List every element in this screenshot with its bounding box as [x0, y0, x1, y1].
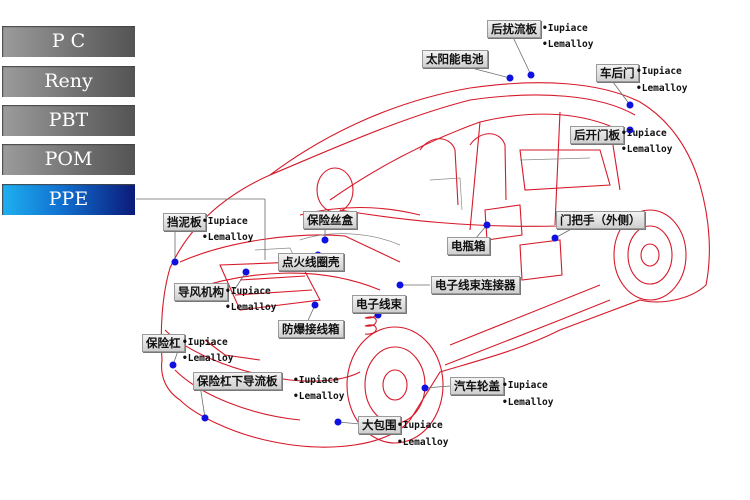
mat-bumper-lemalloy: Lemalloy [182, 353, 234, 365]
mat-fender-iupiace: Iupiace [202, 216, 248, 228]
marker-harness-connector [396, 281, 404, 289]
label-lower-bumper-spoiler: 保险杠下导流板 [193, 372, 282, 390]
label-battery-box: 电瓶箱 [447, 237, 490, 255]
label-solar-battery: 太阳能电池 [422, 50, 488, 68]
label-wrap-around: 大包围 [358, 416, 401, 434]
mat-wheel-cover-iupiace: Iupiace [502, 380, 548, 392]
mat-rear-door-iupiace: Iupiace [636, 66, 682, 78]
marker-rear-spoiler [527, 71, 535, 79]
marker-wrap-around [334, 418, 342, 426]
marker-battery-box [483, 221, 491, 229]
label-junction-box: 防爆接线箱 [278, 320, 344, 338]
menu-item-pc[interactable]: P C [2, 26, 135, 57]
label-fender: 挡泥板 [163, 213, 206, 231]
label-ignition-coil-housing: 点火线圈壳 [278, 253, 344, 271]
label-wire-harness-connector: 电子线束连接器 [431, 276, 520, 294]
mat-rear-spoiler-iupiace: Iupiace [542, 23, 588, 35]
mat-tailgate-iupiace: Iupiace [621, 128, 667, 140]
label-fuse-box: 保险丝盒 [303, 211, 357, 229]
mat-tailgate-lemalloy: Lemalloy [621, 144, 673, 156]
label-wire-harness: 电子线束 [352, 295, 406, 313]
label-tailgate-panel: 后开门板 [570, 126, 624, 144]
marker-rear-door [626, 101, 634, 109]
marker-solar-battery [506, 74, 514, 82]
mat-wrap-around-iupiace: Iupiace [397, 420, 443, 432]
mat-wiper-iupiace: Iupiace [225, 286, 271, 298]
leader-lines [136, 34, 631, 425]
label-wheel-cover: 汽车轮盖 [450, 377, 504, 395]
mat-rear-door-lemalloy: Lemalloy [636, 83, 688, 95]
marker-wiper [242, 268, 250, 276]
menu-item-reny[interactable]: Reny [2, 66, 135, 97]
marker-junction-box [311, 301, 319, 309]
mat-fender-lemalloy: Lemalloy [202, 232, 254, 244]
menu-item-ppe[interactable]: PPE [2, 184, 135, 215]
menu-item-pbt[interactable]: PBT [2, 105, 135, 136]
mat-wiper-lemalloy: Lemalloy [225, 302, 277, 314]
marker-fender [171, 258, 179, 266]
label-rear-spoiler: 后扰流板 [487, 20, 541, 38]
label-bumper: 保险杠 [142, 334, 185, 352]
marker-door-handle [551, 234, 559, 242]
marker-fuse-box [321, 236, 329, 244]
mat-rear-spoiler-lemalloy: Lemalloy [542, 39, 594, 51]
label-wiper-mechanism: 导风机构 [174, 283, 228, 301]
mat-lower-spoiler-iupiace: Iupiace [293, 375, 339, 387]
menu-item-pom[interactable]: POM [2, 144, 135, 175]
marker-wire-harness [374, 311, 382, 319]
mat-lower-spoiler-lemalloy: Lemalloy [293, 391, 345, 403]
marker-bumper [169, 361, 177, 369]
mat-wheel-cover-lemalloy: Lemalloy [502, 397, 554, 409]
mat-bumper-iupiace: Iupiace [182, 337, 228, 349]
marker-lower-spoiler [201, 414, 209, 422]
marker-wheel-cover [421, 384, 429, 392]
label-rear-door: 车后门 [596, 64, 639, 82]
mat-wrap-around-lemalloy: Lemalloy [397, 437, 449, 449]
label-door-handle: 门把手（外侧） [556, 211, 645, 229]
